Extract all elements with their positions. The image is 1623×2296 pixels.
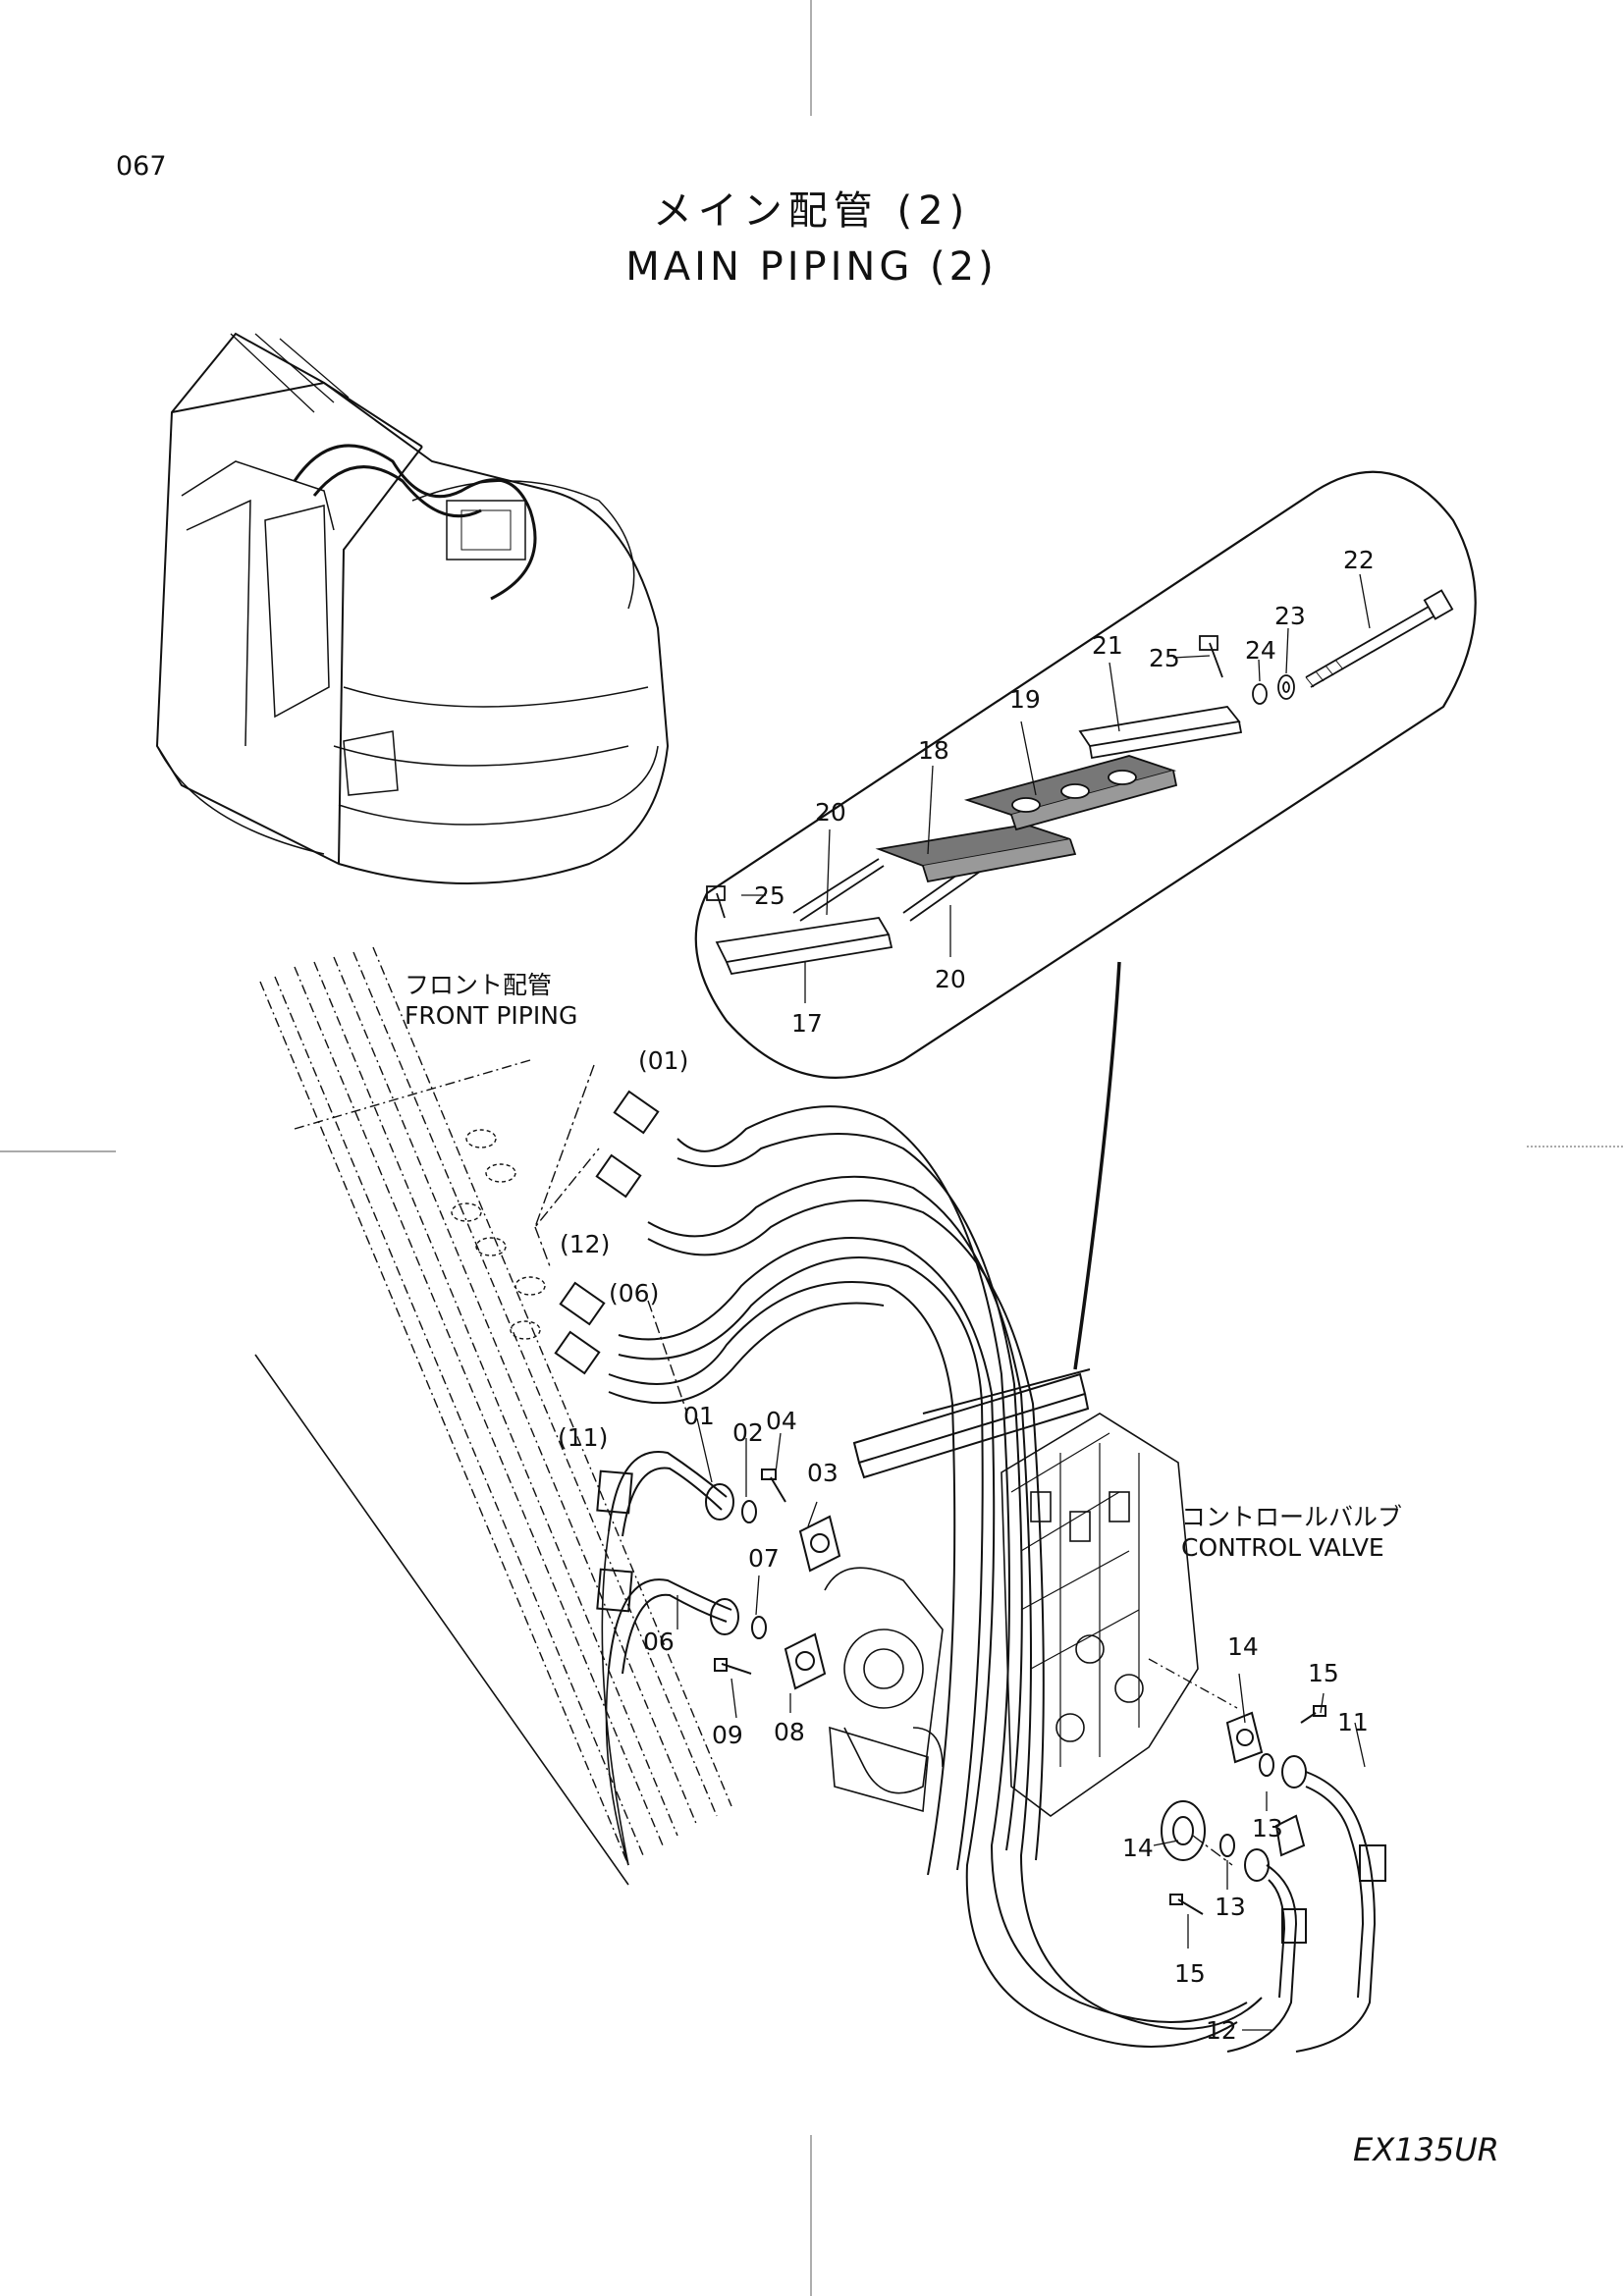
part-label-06: 06 <box>643 1628 675 1656</box>
part-label-14-lower: 14 <box>1122 1834 1154 1862</box>
part-label-22: 22 <box>1343 546 1375 574</box>
control-valve-label-jp: コントロールバルブ <box>1181 1503 1403 1531</box>
front-piping-label: フロント配管 FRONT PIPING <box>405 970 577 1032</box>
part-label-08: 08 <box>774 1718 805 1746</box>
part-label-13-lower: 13 <box>1215 1893 1246 1921</box>
part-label-20-right: 20 <box>935 965 966 993</box>
front-piping-boom-lines <box>254 946 732 1886</box>
control-valve <box>1001 1413 1238 1817</box>
detail-leader-curve <box>1073 961 1121 1370</box>
part-label-01: 01 <box>683 1402 715 1430</box>
hose-bundle <box>608 1105 1263 2048</box>
part-label-04: 04 <box>766 1407 797 1435</box>
part-label-15-upper: 15 <box>1308 1659 1339 1687</box>
part-label-01-ref: (01) <box>638 1046 689 1075</box>
clamp-detail-parts <box>706 573 1454 1003</box>
part-label-12: 12 <box>1206 2016 1237 2045</box>
part-label-06-ref: (06) <box>609 1279 660 1308</box>
control-valve-label-en: CONTROL VALVE <box>1181 1533 1384 1563</box>
page-title-english: MAIN PIPING (2) <box>625 244 998 290</box>
part-label-25-left: 25 <box>754 881 785 910</box>
front-piping-fittings <box>451 1129 546 1340</box>
part-label-07: 07 <box>748 1544 780 1573</box>
model-code: EX135UR <box>1353 2131 1499 2168</box>
part-label-15-lower: 15 <box>1174 1959 1206 1988</box>
hose-end-fittings <box>554 1090 660 1375</box>
part-label-25-top: 25 <box>1149 644 1180 672</box>
part-label-18: 18 <box>918 736 949 765</box>
page-number: 067 <box>116 151 167 182</box>
hose-clamp-assembly <box>852 1368 1091 1479</box>
part-label-20-left: 20 <box>815 798 846 827</box>
part-label-11: 11 <box>1337 1708 1369 1736</box>
part-label-13-upper: 13 <box>1252 1814 1283 1842</box>
front-piping-label-jp: フロント配管 <box>405 971 553 999</box>
part-label-12-ref: (12) <box>560 1230 611 1258</box>
hose-end-leader-lines <box>534 1064 1233 1866</box>
part-label-14-upper: 14 <box>1227 1632 1259 1661</box>
part-label-17: 17 <box>791 1009 823 1038</box>
front-piping-label-en: FRONT PIPING <box>405 1001 578 1031</box>
part-label-23: 23 <box>1274 602 1306 630</box>
part-label-24: 24 <box>1245 636 1276 665</box>
hose-elbow-01-06 <box>596 1417 841 1866</box>
part-label-11-ref: (11) <box>558 1423 609 1452</box>
excavator-overview-illustration <box>155 332 670 884</box>
right-fittings <box>1153 1673 1386 2053</box>
part-label-09: 09 <box>712 1721 743 1749</box>
clamp-detail-oval <box>694 470 1477 1079</box>
control-valve-label: コントロールバルブ CONTROL VALVE <box>1181 1502 1402 1564</box>
part-label-03: 03 <box>807 1459 839 1487</box>
part-label-19: 19 <box>1009 685 1041 714</box>
part-label-21: 21 <box>1092 631 1123 660</box>
part-label-02: 02 <box>732 1418 764 1447</box>
page-title-japanese: メイン配管 (2) <box>652 188 971 234</box>
pump-body <box>824 1567 944 1813</box>
